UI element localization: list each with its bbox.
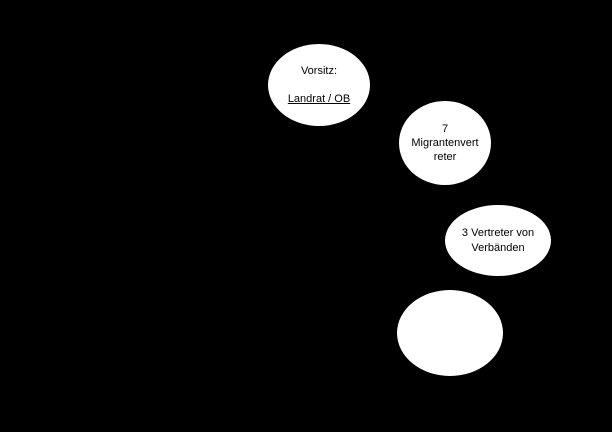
ellipse-migrantenvertreter: 7 Migrantenvert reter — [399, 101, 491, 185]
vorsitz-title: Vorsitz: — [300, 65, 338, 78]
ellipse-empty — [397, 290, 503, 376]
vorsitz-role: Landrat / OB — [287, 92, 351, 105]
migranten-label-part2: reter — [433, 151, 457, 164]
migranten-count: 7 — [441, 122, 449, 135]
verbaende-label-line2: Verbänden — [471, 241, 525, 254]
ellipse-verbandsvertreter: 3 Vertreter von Verbänden — [445, 205, 551, 276]
verbaende-label-line1: 3 Vertreter von — [461, 227, 535, 240]
migranten-label-part1: Migrantenvert — [411, 136, 479, 149]
ellipse-vorsitz: Vorsitz: Landrat / OB — [268, 44, 370, 126]
